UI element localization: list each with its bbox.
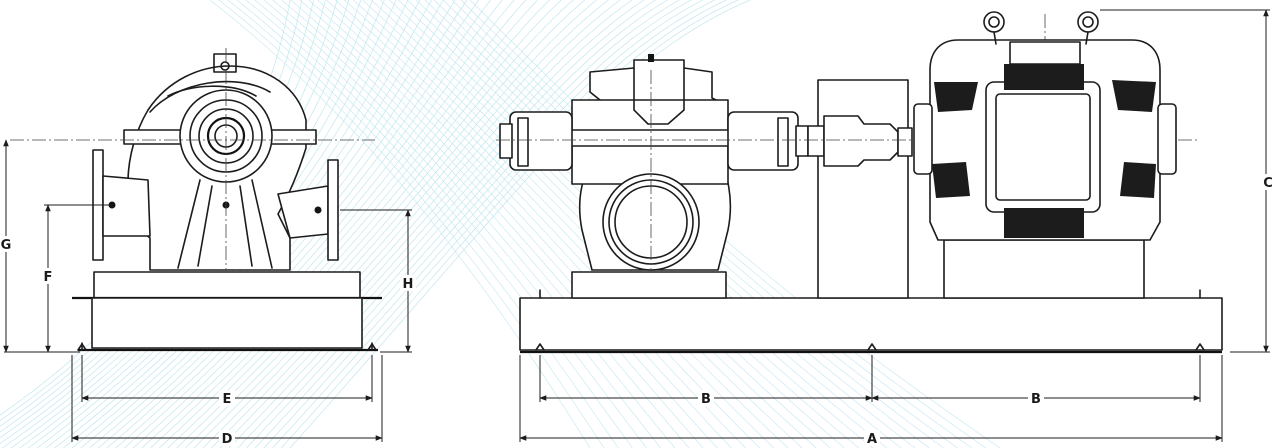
wave-line [80,0,468,448]
coupling-guard [817,79,909,299]
wave-line [263,0,676,448]
wave-line [202,0,633,448]
wave-line [115,0,515,448]
wave-line [272,0,690,448]
wave-line [308,0,746,448]
wave-line [209,0,591,448]
coupling [823,115,899,167]
wave-line [317,0,760,448]
wave-line [469,0,1001,448]
wave-line [220,0,656,448]
dimension-label-g: G [1,238,12,253]
wave-line [290,0,718,448]
wave-line [218,0,605,448]
dimension-label-b-left: B [701,392,711,407]
wave-line [326,0,775,448]
dimension-label-e: E [223,392,232,407]
wave-line [236,0,633,448]
wave-line [254,0,661,448]
wave-line [211,0,645,448]
dimension-label-f: F [44,270,53,285]
pedestal-block [93,271,361,299]
wave-line [97,0,491,448]
base-frame-end [91,297,363,349]
wave-line [245,0,647,448]
wave-line [281,0,704,448]
dimension-label-d: D [222,432,233,447]
wave-line [158,0,574,448]
wave-line [167,0,586,448]
wave-line [106,0,503,448]
wave-line [299,0,732,448]
wave-line [150,0,562,448]
motor-pedestal [943,239,1145,299]
dimension-label-c: C [1263,176,1273,191]
wave-line [124,0,527,448]
wave-line [89,0,480,448]
wave-line [193,0,621,448]
end-view-dimensions: G F H E D [0,139,416,447]
dimension-label-b-right: B [1031,392,1041,407]
dimension-label-h: H [403,277,414,292]
baseplate [519,297,1223,351]
pump-side-view [496,11,1223,354]
dimension-label-a: A [867,432,877,447]
pump-end-view [10,48,382,352]
wave-line [335,0,789,448]
wave-line [227,0,619,448]
wave-line [176,0,597,448]
side-view-dimensions: C B B A [519,9,1275,447]
